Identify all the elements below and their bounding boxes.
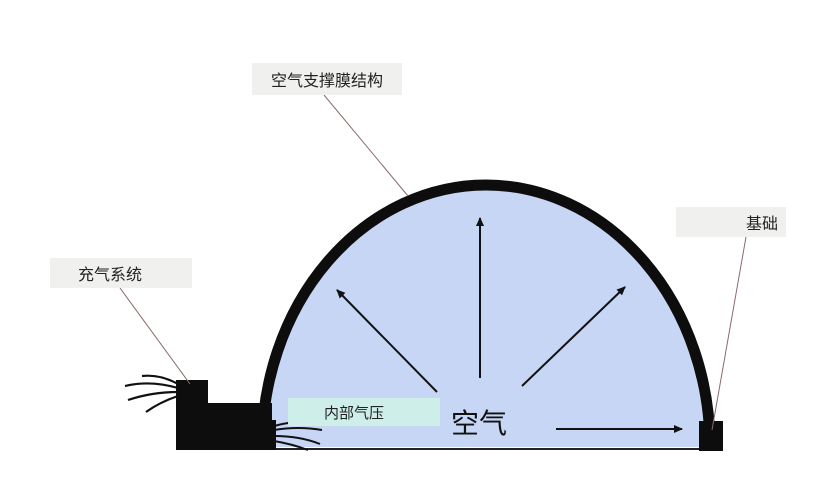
air-fill [262, 185, 710, 447]
membrane-arc [256, 179, 716, 448]
leader-inflation [119, 287, 191, 385]
membrane-structure-label: 空气支撑膜结构 [252, 63, 402, 95]
foundation-label: 基础 [676, 207, 786, 237]
inflation-unit-top [176, 380, 208, 405]
leader-membrane [323, 94, 409, 197]
leader-foundation [711, 236, 747, 431]
pressure-arrow-right [521, 286, 626, 387]
air-label: 空气 [450, 407, 507, 440]
internal-pressure-label: 内部气压 [288, 398, 440, 426]
inflation-unit-body [176, 403, 272, 450]
intake-flow-lines [124, 374, 179, 413]
inflation-system-label: 充气系统 [50, 258, 192, 288]
inflation-unit-connector [262, 420, 276, 450]
foundation-block [699, 421, 723, 451]
pressure-arrow-left [336, 289, 438, 393]
